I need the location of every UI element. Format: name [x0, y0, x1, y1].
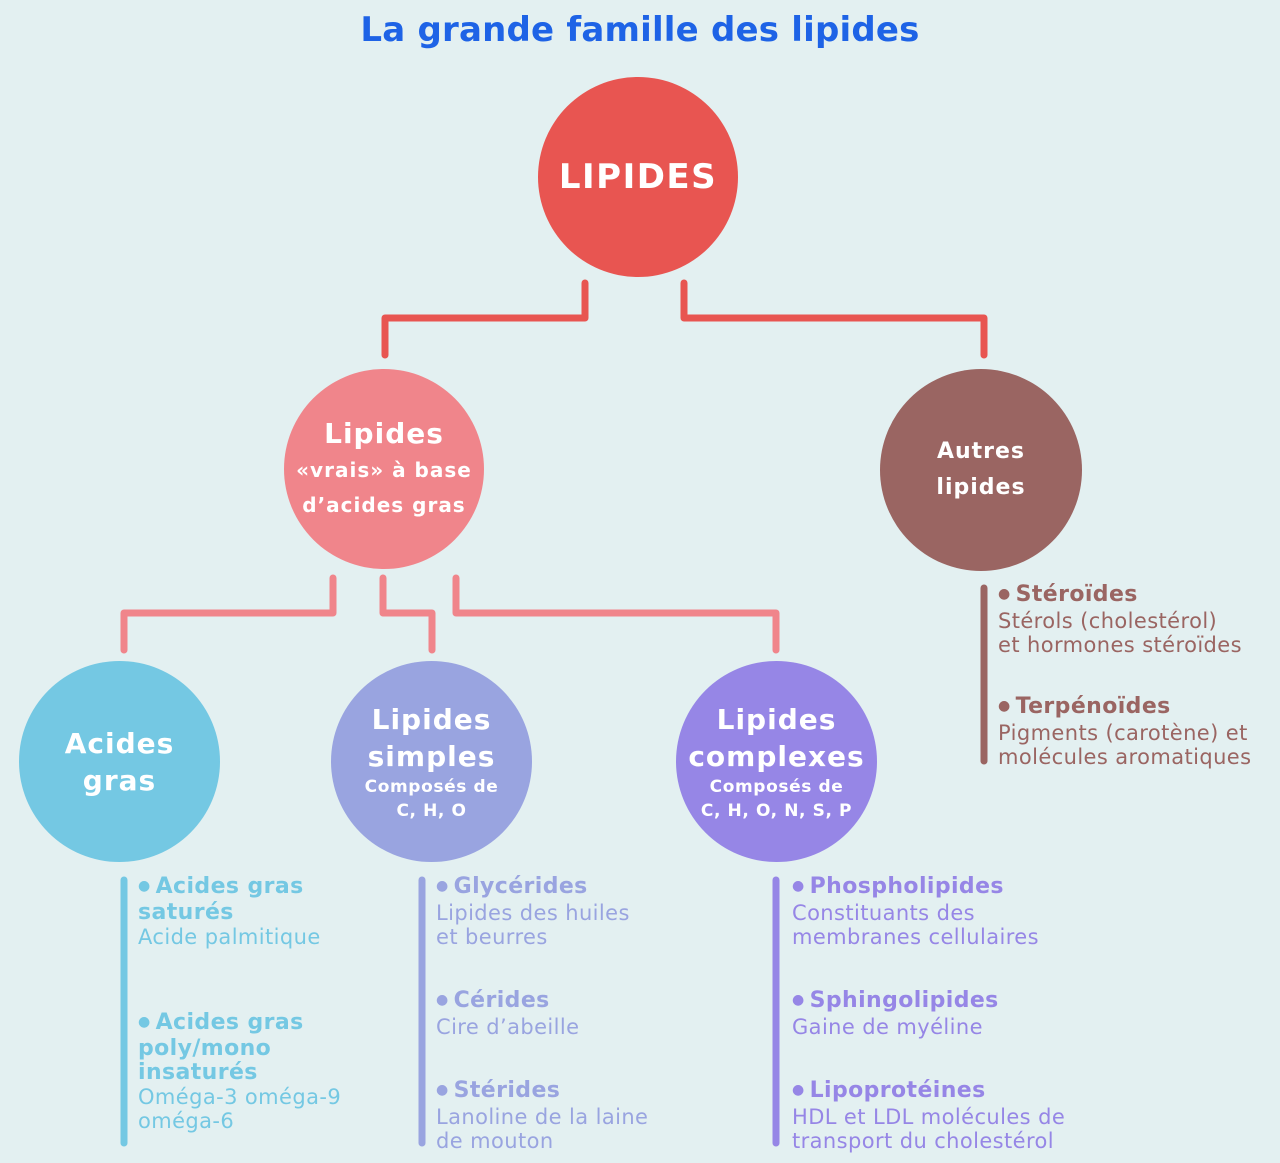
list-item-description: Gaine de myéline — [792, 1015, 983, 1039]
list-item-name-text: Cérides — [453, 988, 550, 1013]
bullet-icon: ● — [792, 878, 805, 894]
bullet-icon: ● — [436, 878, 449, 894]
list-item-name: ●Acides gras — [138, 1011, 398, 1037]
node-lipides-vrais: Lipides «vrais» à base d’acides gras — [284, 369, 484, 569]
connector-vrais-acides — [120, 574, 337, 654]
list-item-description: transport du cholestérol — [792, 1129, 1055, 1153]
node-autres-lipides: Autres lipides — [880, 369, 1082, 571]
list-item-name: insaturés — [138, 1060, 258, 1085]
node-lipides-simples: Lipides simples Composés de C, H, O — [331, 661, 532, 862]
list-item-description: Cire d’abeille — [436, 1015, 580, 1039]
connector-root-vrais — [381, 279, 589, 359]
list-item-description: Oméga-3 oméga-9 — [138, 1085, 342, 1109]
list-item-name: ●Cérides — [436, 989, 736, 1015]
node-autres-line1: Autres — [936, 439, 1026, 464]
node-simples-line2: simples — [367, 739, 496, 773]
list-item-name: ●Sphingolipides — [792, 989, 1112, 1015]
list-item-description: Stérols (cholestérol) — [998, 609, 1218, 633]
list-item-name-text: Lipoprotéines — [809, 1078, 986, 1103]
list-item-name: ●Terpénoïdes — [998, 695, 1278, 721]
list-item-description: Acide palmitique — [138, 925, 321, 949]
list-item-description: et beurres — [436, 925, 548, 949]
bullet-icon: ● — [138, 1014, 151, 1030]
list-item-name: saturés — [138, 900, 234, 925]
node-simples-line1: Lipides — [371, 702, 492, 736]
list-item-name: ●Stéroïdes — [998, 583, 1278, 609]
list-item-description: HDL et LDL molécules de — [792, 1105, 1066, 1129]
list-item-name-text: Phospholipides — [809, 874, 1004, 899]
list-item-name-text: Stérides — [453, 1078, 561, 1103]
list-item-name-text: Acides gras — [155, 1010, 304, 1035]
node-vrais-line3: d’acides gras — [302, 493, 466, 517]
list-item-name-text: Terpénoïdes — [1015, 694, 1171, 719]
node-complexes-line4: C, H, O, N, S, P — [700, 800, 853, 821]
list-item-description: Lipides des huiles — [436, 901, 630, 925]
list-item-description: molécules aromatiques — [998, 745, 1252, 769]
node-simples-line3: Composés de — [364, 776, 499, 797]
connector-vrais-complexes — [452, 574, 780, 654]
node-autres-line2: lipides — [936, 475, 1026, 500]
list-item-name: ●Acides gras — [138, 875, 398, 901]
node-acides-gras: Acides gras — [19, 661, 220, 862]
node-complexes-line2: complexes — [688, 739, 865, 773]
list-item-description: Pigments (carotène) et — [998, 721, 1248, 745]
list-item-name: poly/mono — [138, 1036, 272, 1061]
bullet-icon: ● — [792, 992, 805, 1008]
list-item-description: Lanoline de la laine — [436, 1105, 649, 1129]
list-item-name: ●Phospholipides — [792, 875, 1112, 901]
node-acides-line1: Acides — [64, 726, 175, 760]
list-item-name-text: Stéroïdes — [1015, 582, 1138, 607]
node-complexes-line3: Composés de — [709, 776, 844, 797]
bullet-icon: ● — [138, 878, 151, 894]
connector-vrais-simples — [379, 574, 436, 654]
bullet-icon: ● — [998, 586, 1011, 602]
bullet-icon: ● — [792, 1082, 805, 1098]
list-item-name-text: Acides gras — [155, 874, 304, 899]
node-complexes-line1: Lipides — [716, 702, 837, 736]
connector-root-autres — [680, 279, 988, 359]
list-item-name: ●Glycérides — [436, 875, 736, 901]
list-item-name: ●Lipoprotéines — [792, 1079, 1112, 1105]
list-item-description: et hormones stéroïdes — [998, 633, 1242, 657]
node-lipides-complexes: Lipides complexes Composés de C, H, O, N… — [676, 661, 877, 862]
node-vrais-line1: Lipides — [324, 417, 444, 450]
bullet-icon: ● — [436, 1082, 449, 1098]
node-vrais-line2: «vrais» à base — [296, 458, 472, 482]
list-item-description: membranes cellulaires — [792, 925, 1039, 949]
list-item-name-text: Glycérides — [453, 874, 588, 899]
list-item-description: de mouton — [436, 1129, 554, 1153]
list-item-description: oméga-6 — [138, 1109, 235, 1133]
node-lipides: LIPIDES — [538, 77, 738, 277]
list-item-description: Constituants des — [792, 901, 975, 925]
node-simples-line4: C, H, O — [396, 800, 467, 821]
list-item-name-text: Sphingolipides — [809, 988, 999, 1013]
node-lipides-label: LIPIDES — [558, 157, 718, 197]
bullet-icon: ● — [436, 992, 449, 1008]
list-item-name: ●Stérides — [436, 1079, 736, 1105]
node-acides-line2: gras — [82, 763, 157, 797]
diagram-title: La grande famille des lipides — [360, 10, 920, 50]
bullet-icon: ● — [998, 698, 1011, 714]
